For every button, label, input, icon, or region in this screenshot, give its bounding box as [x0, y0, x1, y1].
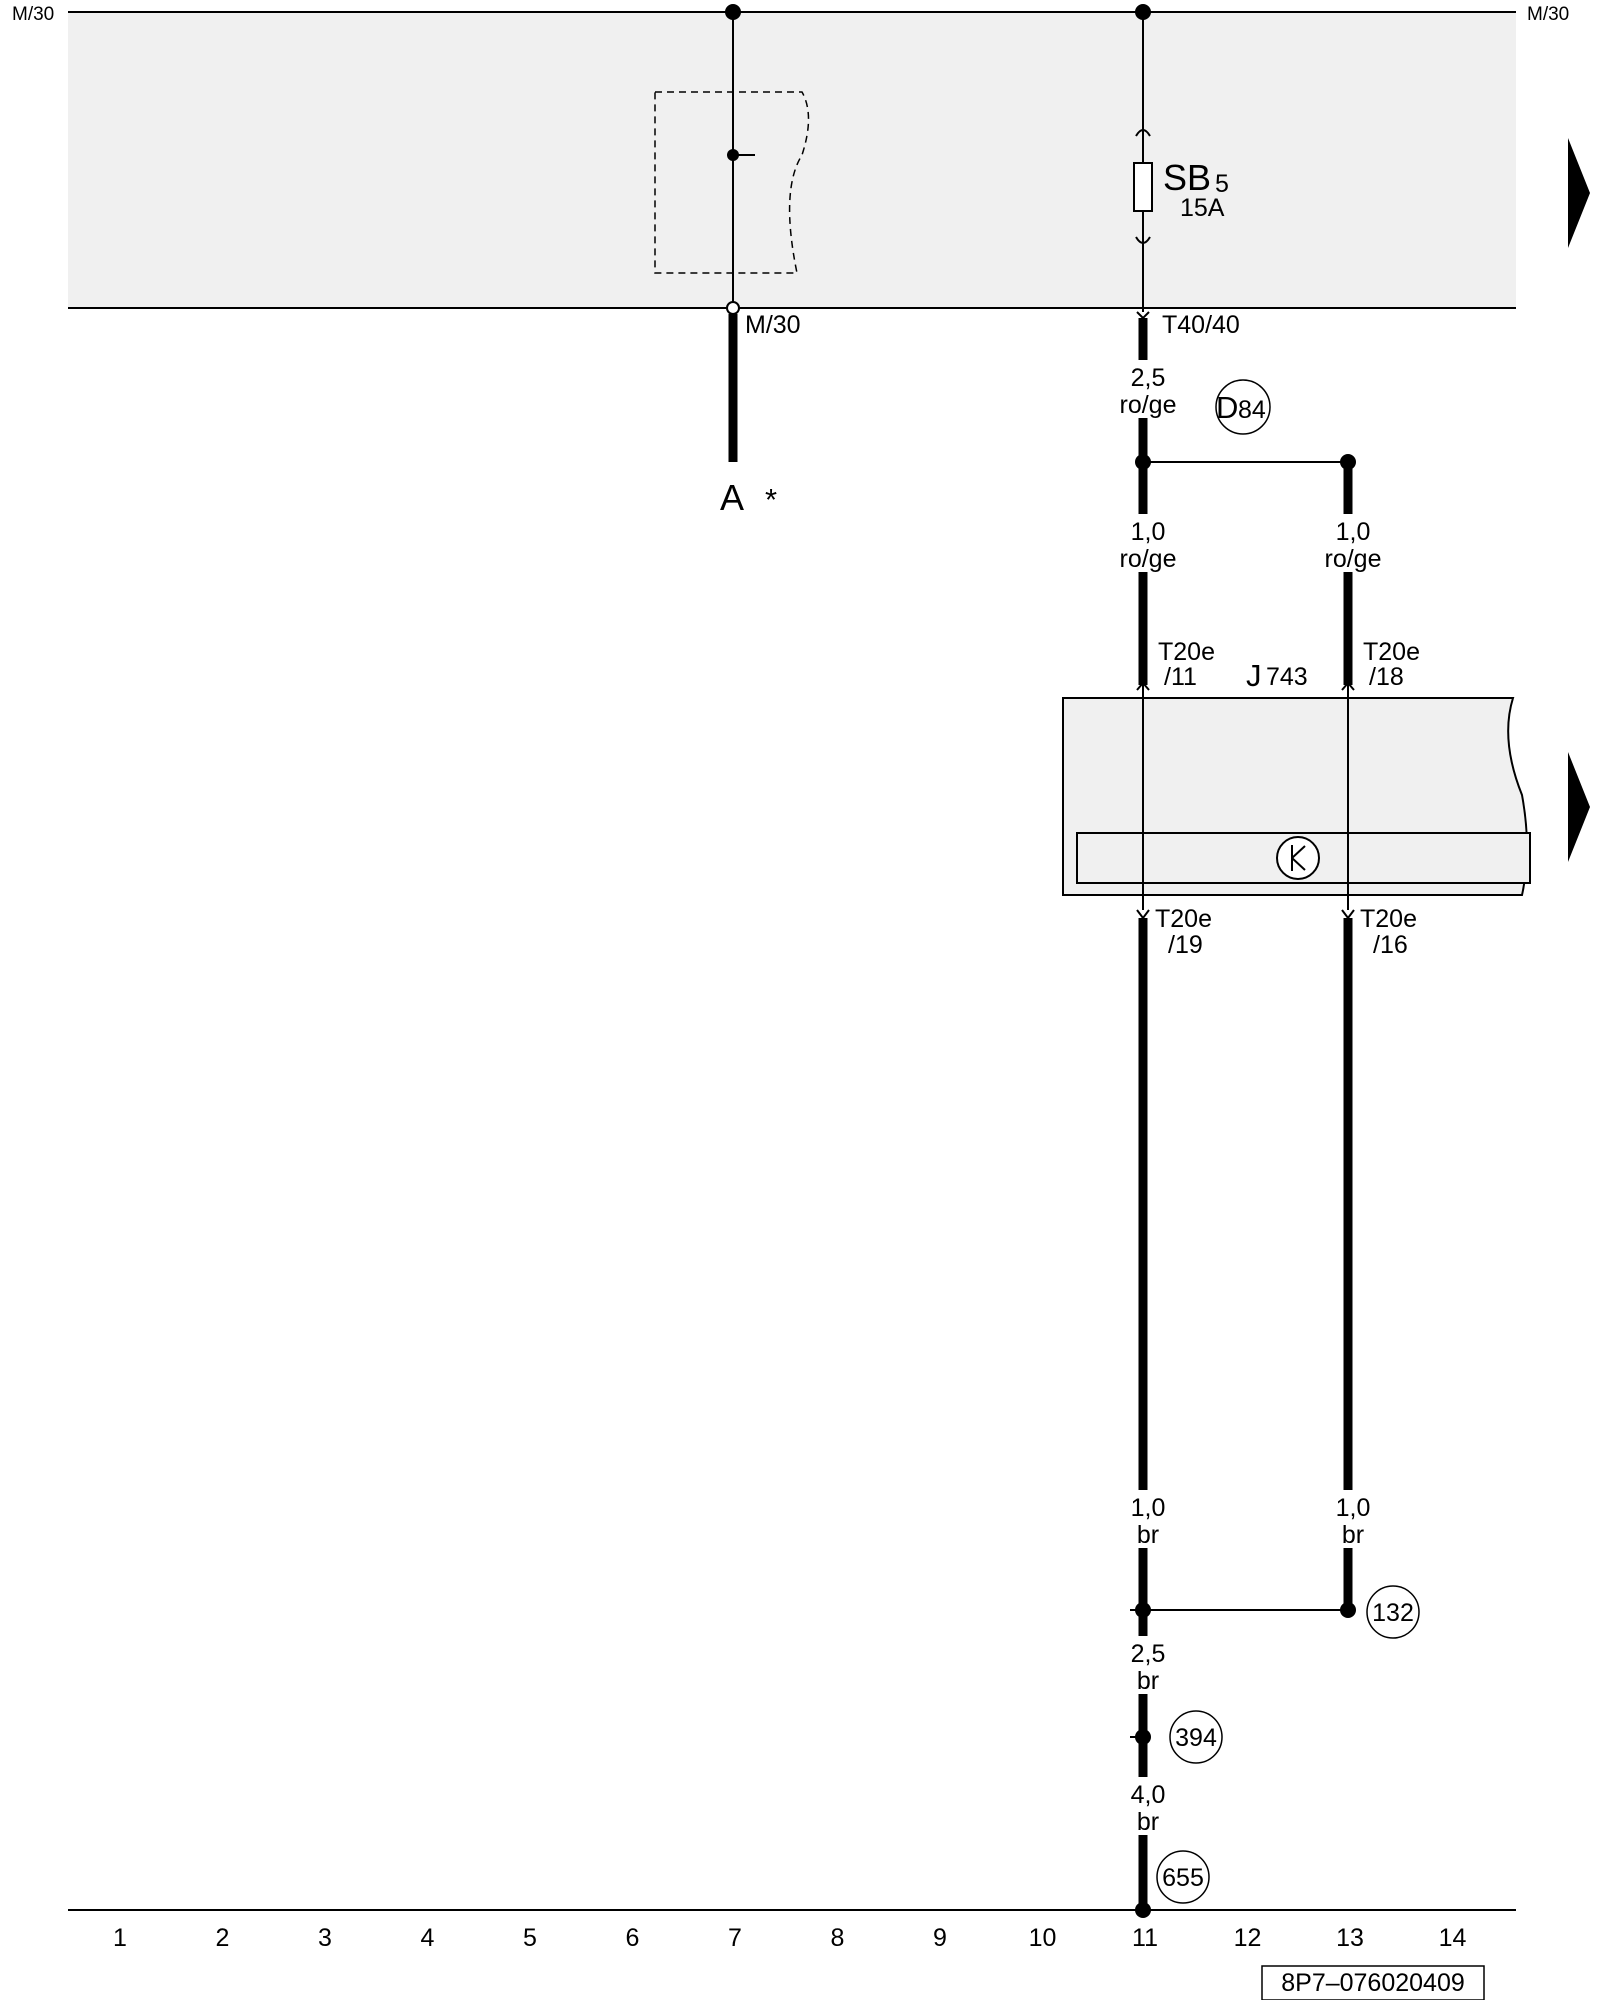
junction-dot-ground-rail: [1135, 1902, 1151, 1918]
connector-t20e-16-top: T20e: [1360, 905, 1417, 933]
fuse-clip-top-icon: [1135, 129, 1151, 137]
connector-t20e-18-icon: [1341, 681, 1355, 691]
wire-w4-color: br: [1137, 1521, 1159, 1549]
connector-t20e-11-icon: [1136, 681, 1150, 691]
column-number-11: 11: [1132, 1924, 1158, 1952]
column-number-3: 3: [318, 1924, 332, 1952]
wire-w6-size: 2,5: [1131, 1640, 1166, 1668]
junction-655-label: 655: [1162, 1864, 1204, 1892]
connector-t20e-11-bot: /11: [1164, 663, 1197, 691]
wire-w2-label-bg: [1110, 514, 1175, 572]
connector-t20e-16-icon: [1341, 909, 1355, 920]
continuation-arrow-icon-top: [1568, 138, 1590, 248]
footer-code-box: [1261, 1965, 1485, 2000]
wire-w4-label-bg: [1115, 1490, 1175, 1548]
wire-w3-label-bg: [1315, 514, 1380, 572]
connector-t40-icon: [1136, 311, 1150, 320]
wire-w1-label-bg: [1110, 360, 1175, 418]
connector-t20e-16-bot: /16: [1373, 931, 1408, 959]
column-number-5: 5: [523, 1924, 537, 1952]
column-number-8: 8: [831, 1924, 845, 1952]
wire-w3-color: ro/ge: [1325, 545, 1382, 573]
wire-w6-label-bg: [1115, 1636, 1175, 1694]
junction-dot-ground-13: [1340, 1602, 1356, 1618]
junction-394-label: 394: [1175, 1724, 1217, 1752]
wire-w7-label-bg: [1115, 1777, 1175, 1835]
rail-label-right: M/30: [1527, 4, 1569, 25]
junction-dot-col7-top: [725, 4, 741, 20]
m30-open-terminal-icon: [726, 301, 740, 315]
fuse-number: 5: [1215, 170, 1229, 198]
transistor-emitter: [1291, 857, 1306, 871]
junction-655-icon: [1156, 1850, 1210, 1904]
column-number-13: 13: [1336, 1924, 1364, 1952]
junction-132-icon: [1366, 1585, 1420, 1639]
wire-w2-size: 1,0: [1131, 518, 1166, 546]
wire-w1-color: ro/ge: [1120, 391, 1177, 419]
column-number-2: 2: [216, 1924, 230, 1952]
fuse-rating: 15A: [1180, 194, 1225, 222]
column-number-6: 6: [626, 1924, 640, 1952]
component-a-label: A: [720, 477, 744, 518]
junction-dot-col11-top: [1135, 4, 1151, 20]
column-number-10: 10: [1029, 1924, 1057, 1952]
connector-t20e-18-top: T20e: [1363, 638, 1420, 666]
connector-d84-letter: D: [1216, 390, 1238, 425]
column-number-14: 14: [1439, 1924, 1467, 1952]
column-number-1: 1: [113, 1924, 127, 1952]
wire-w4-size: 1,0: [1131, 1494, 1166, 1522]
dashed-component-outline: [654, 91, 810, 274]
connector-t20e-18-bot: /18: [1369, 663, 1404, 691]
wire-w1-size: 2,5: [1131, 364, 1166, 392]
wire-w7-size: 4,0: [1131, 1781, 1166, 1809]
column-number-9: 9: [933, 1924, 947, 1952]
rail-label-left: M/30: [12, 4, 54, 25]
footer-code: 8P7–076020409: [1281, 1969, 1465, 1997]
wire-w7-color: br: [1137, 1808, 1159, 1836]
connector-t20e-19-icon: [1136, 909, 1150, 920]
transistor-icon: [1276, 836, 1320, 880]
junction-394-icon: [1169, 1710, 1223, 1764]
m30-tap-label: M/30: [745, 311, 801, 339]
wire-w2-color: ro/ge: [1120, 545, 1177, 573]
column-number-12: 12: [1234, 1924, 1262, 1952]
column-number-7: 7: [728, 1924, 742, 1952]
column-number-4: 4: [421, 1924, 435, 1952]
connector-t20e-11-top: T20e: [1158, 638, 1215, 666]
continuation-arrow-icon-middle: [1568, 752, 1590, 862]
wire-w5-size: 1,0: [1336, 1494, 1371, 1522]
connector-d84-icon: [1215, 379, 1271, 435]
component-a-asterisk: *: [765, 482, 777, 517]
connector-t40-label: T40/40: [1162, 311, 1240, 339]
connector-d84-number: 84: [1238, 396, 1266, 424]
wire-w5-label-bg: [1320, 1490, 1380, 1548]
wire-w6-color: br: [1137, 1667, 1159, 1695]
connector-t20e-19-top: T20e: [1155, 905, 1212, 933]
module-j743-number: 743: [1266, 663, 1308, 691]
connector-t20e-19-bot: /19: [1168, 931, 1203, 959]
fuse-box-region: [68, 12, 1516, 308]
wire-w5-color: br: [1342, 1521, 1364, 1549]
fuse-icon: [1133, 162, 1153, 212]
module-j743-letter: J: [1246, 658, 1262, 693]
transistor-collector: [1291, 845, 1306, 859]
wire-w3-size: 1,0: [1336, 518, 1371, 546]
fuse-name: SB: [1163, 157, 1211, 198]
junction-132-label: 132: [1372, 1599, 1414, 1627]
fuse-clip-bottom-icon: [1135, 236, 1151, 244]
